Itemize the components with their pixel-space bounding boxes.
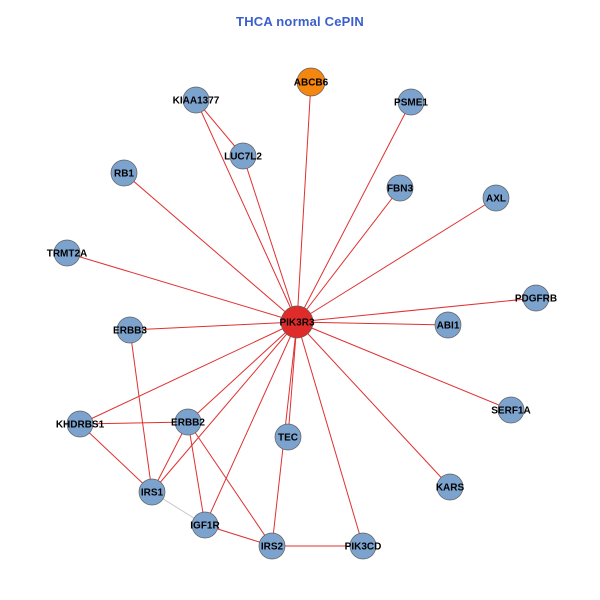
node-LUC7L2: [229, 142, 257, 170]
edge-PIK3R3-ERBB2: [187, 321, 298, 423]
edge-PIK3R3-ERBB3: [129, 321, 298, 331]
edge-PIK3R3-PIK3CD: [296, 321, 364, 547]
node-label-IRS2: IRS2: [261, 542, 284, 553]
node-label-PIK3R3: PIK3R3: [279, 318, 314, 329]
node-KHDRBS1: [66, 410, 94, 438]
node-label-PSME1: PSME1: [394, 98, 428, 109]
edge-PIK3R3-TRMT2A: [66, 252, 298, 323]
edge-PIK3R3-FBN3: [296, 187, 401, 323]
node-ERBB2: [174, 408, 202, 436]
node-label-PDGFRB: PDGFRB: [515, 294, 557, 305]
node-IRS2: [258, 532, 286, 560]
edge-PIK3R3-KHDRBS1: [79, 321, 298, 425]
node-FBN3: [386, 174, 414, 202]
node-IRS1: [138, 478, 166, 506]
node-label-SERF1A: SERF1A: [491, 406, 530, 417]
edge-PIK3R3-KIAA1377: [195, 99, 298, 323]
edge-KHDRBS1-IRS1: [79, 423, 153, 493]
node-label-IRS1: IRS1: [141, 488, 164, 499]
node-label-KARS: KARS: [436, 483, 465, 494]
node-AXL: [482, 184, 510, 212]
node-label-KIAA1377: KIAA1377: [173, 96, 220, 107]
node-PIK3CD: [349, 532, 377, 560]
edge-PIK3R3-IRS1: [151, 321, 298, 493]
node-ERBB3: [116, 316, 144, 344]
node-label-TEC: TEC: [278, 433, 298, 444]
node-IGF1R: [191, 511, 219, 539]
figure-title: THCA normal CePIN: [236, 14, 364, 29]
edge-KHDRBS1-ERBB2: [79, 421, 189, 425]
edge-PIK3R3-AXL: [296, 197, 497, 323]
node-KARS: [436, 473, 464, 501]
node-label-LUC7L2: LUC7L2: [224, 152, 262, 163]
edge-PIK3R3-KARS: [296, 321, 451, 488]
node-label-AXL: AXL: [486, 194, 506, 205]
node-label-IGF1R: IGF1R: [190, 521, 220, 532]
edge-PIK3R3-PSME1: [296, 101, 412, 323]
node-TEC: [274, 423, 302, 451]
node-label-ERBB3: ERBB3: [113, 326, 147, 337]
node-RB1: [110, 159, 138, 187]
node-PDGFRB: [522, 284, 550, 312]
edge-PIK3R3-RB1: [123, 172, 298, 323]
edge-PIK3R3-TEC: [287, 321, 298, 438]
edge-ERBB3-IRS1: [129, 329, 153, 493]
node-KIAA1377: [182, 86, 210, 114]
edge-PIK3R3-ABCB6: [296, 81, 312, 323]
node-TRMT2A: [53, 239, 81, 267]
node-label-TRMT2A: TRMT2A: [47, 249, 88, 260]
node-PIK3R3: [280, 305, 314, 339]
node-label-RB1: RB1: [114, 169, 134, 180]
edge-PIK3R3-PDGFRB: [296, 297, 537, 323]
node-label-ABCB6: ABCB6: [294, 78, 329, 89]
node-ABCB6: [296, 67, 326, 97]
node-label-PIK3CD: PIK3CD: [345, 542, 382, 553]
node-label-FBN3: FBN3: [387, 184, 414, 195]
edge-ERBB2-IGF1R: [187, 421, 206, 526]
node-label-ERBB2: ERBB2: [171, 418, 205, 429]
edge-PIK3R3-ABI1: [296, 321, 449, 326]
edge-ERBB2-IRS2: [187, 421, 273, 547]
node-label-ABI1: ABI1: [437, 321, 460, 332]
edge-PIK3R3-IGF1R: [204, 321, 298, 526]
node-label-KHDRBS1: KHDRBS1: [56, 420, 105, 431]
node-PSME1: [397, 88, 425, 116]
edge-PIK3R3-SERF1A: [296, 321, 512, 411]
node-SERF1A: [497, 396, 525, 424]
node-ABI1: [434, 311, 462, 339]
edge-PIK3R3-LUC7L2: [242, 155, 298, 323]
